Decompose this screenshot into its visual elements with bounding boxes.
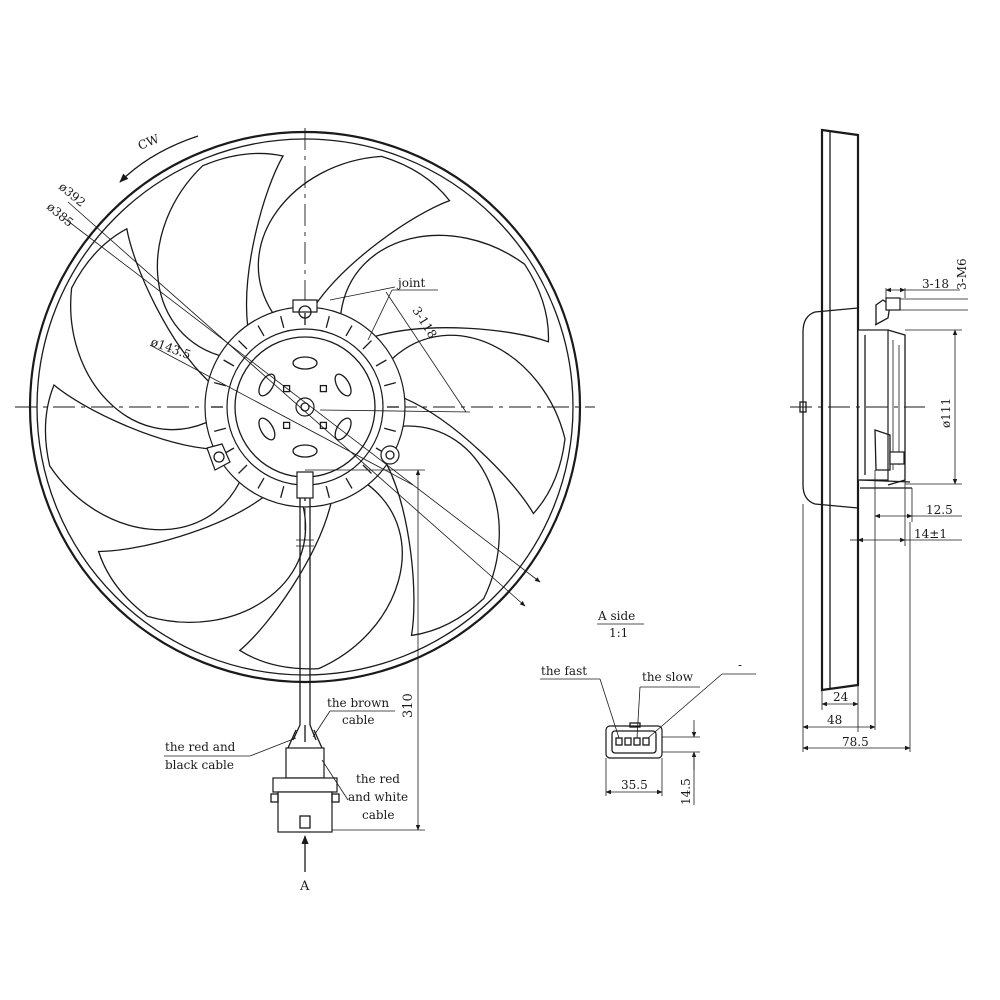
brown-cable-label-2: cable [342, 713, 375, 727]
brown-cable-label-1: the brown [327, 696, 389, 710]
bolt-spec-label: 3-M6 [955, 258, 969, 290]
motor-opening [258, 417, 276, 441]
cable-harness [287, 498, 323, 749]
vent-slot [280, 486, 285, 498]
vent-slot [238, 464, 248, 474]
vent-slot [280, 316, 285, 328]
shroud-profile [820, 128, 860, 692]
motor-body [857, 329, 889, 481]
dia-385-leader [63, 217, 541, 583]
joint-leader [367, 289, 393, 341]
vent-slot [345, 477, 353, 489]
bolt-top [885, 297, 901, 311]
vent-slot [257, 477, 265, 489]
dim-14-label: 14±1 [914, 527, 947, 541]
vent-slot [362, 340, 372, 350]
bolt-length-label: 3-18 [922, 277, 949, 291]
dia-143-leader [149, 344, 414, 486]
vent-slot [325, 316, 330, 328]
minus-label: - [738, 658, 742, 672]
fan-blade [44, 383, 240, 531]
dim-78-5-label: 78.5 [842, 735, 869, 749]
detail-width-label: 35.5 [621, 778, 648, 792]
motor-rivet [319, 384, 328, 393]
fan-blades [44, 152, 566, 670]
brown-cable-leader [312, 710, 331, 738]
bracket-bottom [874, 429, 891, 471]
vent-slot [223, 359, 235, 367]
dia-392-leader [67, 201, 526, 607]
joint-dim-label: 3-118 [409, 304, 439, 341]
detail-scale: 1:1 [609, 626, 628, 640]
vent-slot [384, 427, 396, 432]
fan-blade [392, 334, 566, 515]
red-black-label-1: the red and [165, 740, 236, 754]
slow-label: the slow [642, 670, 694, 684]
side-view: 3-18 3-M6 ø111 12.5 14±1 24 48 78.5 [790, 128, 969, 752]
fan-blade [238, 484, 403, 670]
motor-rivet [282, 421, 291, 430]
red-white-label-2: and white [348, 790, 408, 804]
dim-12-5-label: 12.5 [926, 503, 953, 517]
fan-blade [70, 227, 209, 431]
dim-48-label: 48 [827, 713, 842, 727]
red-white-label-1: the red [356, 772, 400, 786]
dia-385-label: ø385 [44, 200, 76, 230]
motor-rivet [282, 384, 291, 393]
dim-24-label: 24 [833, 690, 849, 704]
bolt-bottom [889, 451, 905, 465]
connector-detail: A side 1:1 the fast the slow - 35.5 14.5 [540, 609, 756, 805]
vent-slot [375, 359, 387, 367]
joint-dim-line [385, 291, 467, 413]
vent-slot [384, 382, 396, 387]
vent-slot [345, 325, 353, 337]
mounting-ear-left [206, 443, 231, 471]
hub-assembly [204, 299, 406, 508]
fast-label: the fast [541, 664, 587, 678]
shaft-boss [295, 397, 315, 417]
rotation-arrow [119, 135, 199, 183]
dia-143-label: ø143.5 [149, 335, 193, 362]
red-white-leader [321, 759, 349, 801]
motor-opening [292, 356, 318, 370]
motor-opening [258, 373, 276, 397]
hub-vent-slots [211, 313, 399, 501]
motor-opening [292, 444, 318, 458]
view-a-label: A [299, 879, 310, 894]
front-view: A CW ø392 ø385 ø143.5 joint 3-118 310 th… [15, 128, 595, 894]
vent-slot [214, 382, 226, 387]
fan-blade [257, 155, 451, 313]
cable-exit-grommet [296, 471, 314, 499]
fan-blade [156, 152, 285, 357]
outer-ring [28, 130, 582, 684]
joint-label: joint [396, 276, 426, 290]
detail-height-label: 14.5 [679, 778, 693, 805]
pin-4 [642, 737, 650, 746]
motor-dia-label: ø111 [939, 398, 953, 428]
fan-blade [340, 234, 550, 343]
vent-slot [325, 486, 330, 498]
fan-blade [97, 497, 306, 623]
vent-slot [238, 340, 248, 350]
inner-ring [36, 138, 574, 676]
mounting-ear-top [292, 299, 318, 319]
motor-rear [887, 329, 906, 486]
detail-title: A side [597, 609, 635, 623]
red-white-label-3: cable [362, 808, 395, 822]
fan-blade [386, 425, 500, 637]
mounting-ear-right [380, 445, 400, 465]
pin-2 [624, 737, 632, 746]
cable-length-label: 310 [401, 693, 416, 718]
vent-slot [214, 427, 226, 432]
rotation-label: CW [136, 131, 162, 152]
motor-opening [334, 373, 352, 397]
vent-slot [362, 464, 372, 474]
connector-plug [270, 747, 340, 833]
red-black-label-2: black cable [165, 758, 234, 772]
vent-slot [257, 325, 265, 337]
blade-hub-profile [802, 307, 859, 509]
